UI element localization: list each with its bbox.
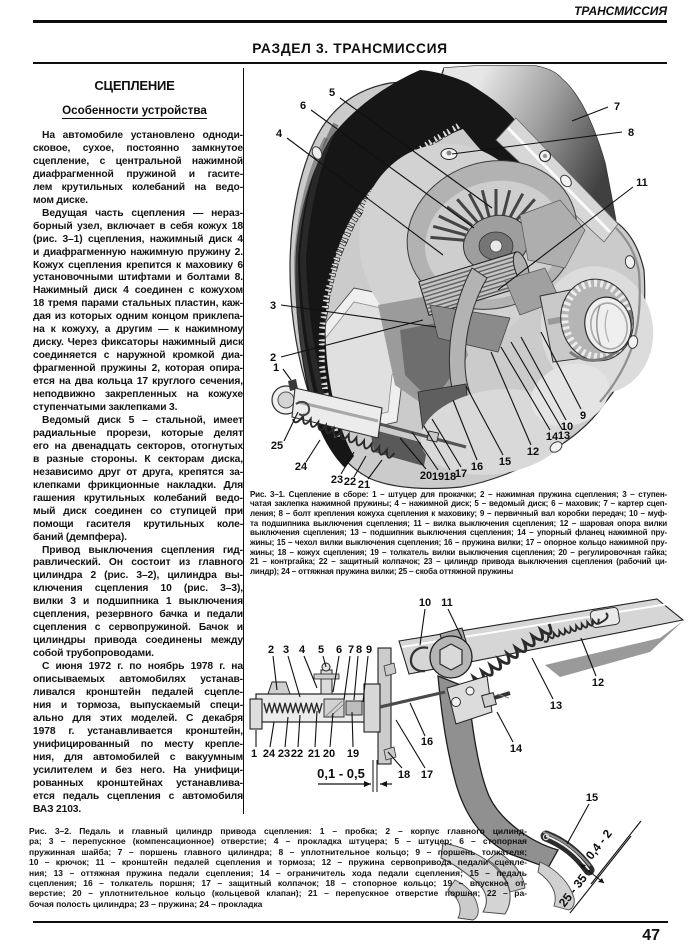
svg-text:20: 20 (323, 748, 335, 760)
svg-text:9: 9 (366, 644, 372, 656)
svg-text:5: 5 (318, 644, 324, 656)
svg-text:23: 23 (278, 748, 290, 760)
svg-text:23: 23 (331, 474, 343, 486)
svg-text:6: 6 (336, 644, 342, 656)
svg-text:21: 21 (358, 479, 370, 491)
svg-text:14: 14 (510, 743, 523, 755)
svg-text:19: 19 (347, 748, 359, 760)
svg-text:20: 20 (420, 470, 432, 482)
svg-text:25: 25 (271, 440, 283, 452)
svg-text:18: 18 (444, 471, 456, 483)
svg-text:10: 10 (561, 421, 573, 433)
svg-text:7: 7 (614, 101, 620, 113)
svg-text:3: 3 (283, 644, 289, 656)
svg-text:19: 19 (432, 471, 444, 483)
svg-text:11: 11 (441, 597, 453, 609)
svg-text:17: 17 (455, 468, 467, 480)
svg-text:16: 16 (471, 461, 483, 473)
svg-text:5: 5 (329, 87, 335, 99)
svg-text:1: 1 (251, 748, 257, 760)
svg-text:4: 4 (299, 644, 306, 656)
svg-text:10: 10 (419, 597, 431, 609)
svg-text:4: 4 (276, 128, 283, 140)
svg-text:0,1 - 0,5: 0,1 - 0,5 (317, 766, 365, 781)
svg-text:24: 24 (295, 461, 308, 473)
svg-text:2: 2 (268, 644, 274, 656)
svg-text:3: 3 (270, 300, 276, 312)
svg-text:1: 1 (273, 362, 279, 374)
svg-text:11: 11 (636, 177, 648, 189)
svg-text:7: 7 (348, 644, 354, 656)
svg-text:9: 9 (580, 410, 586, 422)
svg-text:2: 2 (270, 352, 276, 364)
svg-text:15: 15 (586, 792, 598, 804)
svg-text:22: 22 (344, 476, 356, 488)
svg-text:8: 8 (356, 644, 362, 656)
svg-text:21: 21 (308, 748, 320, 760)
svg-text:17: 17 (421, 769, 433, 781)
svg-text:8: 8 (628, 127, 634, 139)
svg-text:12: 12 (527, 446, 539, 458)
svg-text:13: 13 (558, 430, 570, 442)
svg-text:16: 16 (421, 736, 433, 748)
svg-text:18: 18 (398, 769, 410, 781)
svg-text:6: 6 (300, 100, 306, 112)
svg-text:24: 24 (263, 748, 276, 760)
svg-text:12: 12 (592, 677, 604, 689)
svg-text:22: 22 (291, 748, 303, 760)
svg-text:0,4 - 2: 0,4 - 2 (583, 827, 615, 863)
svg-text:13: 13 (550, 700, 562, 712)
svg-text:15: 15 (499, 456, 511, 468)
svg-text:14: 14 (546, 431, 559, 443)
